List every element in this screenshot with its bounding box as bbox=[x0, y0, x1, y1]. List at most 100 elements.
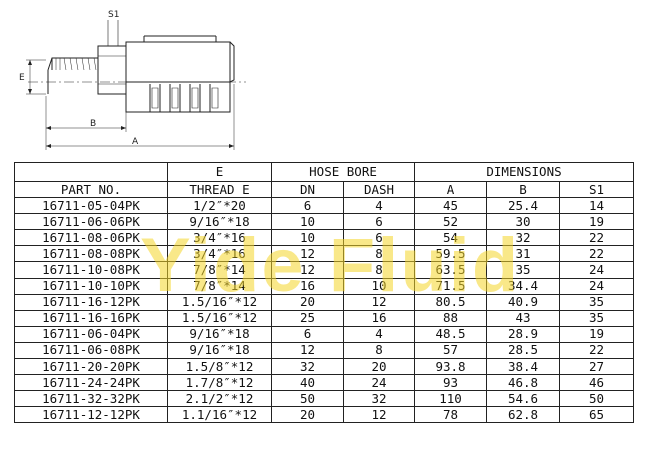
table-cell: 4 bbox=[342, 325, 416, 343]
b-label: B bbox=[90, 119, 96, 129]
table-cell: 7/8″*14 bbox=[167, 277, 272, 295]
table-cell: 27 bbox=[559, 358, 635, 376]
table-cell: 38.4 bbox=[486, 358, 561, 376]
column-header: THREAD E bbox=[167, 180, 272, 199]
column-header: S1 bbox=[559, 180, 635, 199]
table-cell: 80.5 bbox=[414, 293, 488, 311]
table-cell: 6 bbox=[342, 213, 416, 231]
table-cell: 65 bbox=[559, 406, 635, 424]
group-header-thread: E bbox=[167, 162, 272, 182]
table-cell: 9/16″*18 bbox=[167, 325, 272, 343]
table-cell: 4 bbox=[342, 197, 416, 215]
table-cell: 35 bbox=[559, 293, 635, 311]
table-cell: 22 bbox=[559, 341, 635, 360]
table-cell: 32 bbox=[342, 390, 416, 408]
table-cell: 16711-20-20PK bbox=[14, 358, 168, 376]
table-cell: 7/8″*14 bbox=[167, 261, 272, 279]
column-header: DASH bbox=[342, 180, 416, 199]
table-cell: 24 bbox=[559, 261, 635, 279]
table-cell: 54.6 bbox=[486, 390, 561, 408]
table-cell: 1/2″*20 bbox=[167, 197, 272, 215]
table-cell: 20 bbox=[271, 293, 344, 311]
table-cell: 8 bbox=[342, 261, 416, 279]
table-cell: 16711-16-16PK bbox=[14, 309, 168, 327]
table-cell: 28.9 bbox=[486, 325, 561, 343]
table-cell: 8 bbox=[342, 341, 416, 360]
table-cell: 31 bbox=[486, 245, 561, 263]
a-label: A bbox=[132, 137, 139, 147]
group-header-dimensions: DIMENSIONS bbox=[414, 162, 635, 182]
column-header: DN bbox=[271, 180, 344, 199]
table-cell: 50 bbox=[559, 390, 635, 408]
table-cell: 28.5 bbox=[486, 341, 561, 360]
table-cell: 34.4 bbox=[486, 277, 561, 295]
table-cell: 16711-16-12PK bbox=[14, 293, 168, 311]
table-cell: 8 bbox=[342, 245, 416, 263]
table-cell: 19 bbox=[559, 325, 635, 343]
table-cell: 9/16″*18 bbox=[167, 341, 272, 360]
table-cell: 46.8 bbox=[486, 374, 561, 392]
table-cell: 16711-06-06PK bbox=[14, 213, 168, 231]
table-cell: 43 bbox=[486, 309, 561, 327]
table-cell: 12 bbox=[271, 341, 344, 360]
table-cell: 16711-06-04PK bbox=[14, 325, 168, 343]
specification-table: E HOSE BORE DIMENSIONS PART NO. THREAD E… bbox=[14, 162, 635, 424]
table-cell: 24 bbox=[559, 277, 635, 295]
table-cell: 9/16″*18 bbox=[167, 213, 272, 231]
table-cell: 1.5/16″*12 bbox=[167, 309, 272, 327]
table-cell: 93.8 bbox=[414, 358, 488, 376]
table-cell: 35 bbox=[559, 309, 635, 327]
table-cell: 1.5/16″*12 bbox=[167, 293, 272, 311]
table-cell: 16711-10-10PK bbox=[14, 277, 168, 295]
table-cell: 32 bbox=[486, 229, 561, 247]
table-cell: 88 bbox=[414, 309, 488, 327]
table-cell: 16711-32-32PK bbox=[14, 390, 168, 408]
table-cell: 78 bbox=[414, 406, 488, 424]
table-cell: 20 bbox=[342, 358, 416, 376]
table-cell: 16711-08-08PK bbox=[14, 245, 168, 263]
table-cell: 45 bbox=[414, 197, 488, 215]
fitting-technical-drawing: S1 E B A bbox=[19, 10, 246, 150]
table-cell: 10 bbox=[342, 277, 416, 295]
table-cell: 16 bbox=[342, 309, 416, 327]
table-cell: 3/4″*16 bbox=[167, 229, 272, 247]
table-cell: 1.7/8″*12 bbox=[167, 374, 272, 392]
table-cell: 6 bbox=[271, 197, 344, 215]
table-cell: 30 bbox=[486, 213, 561, 231]
table-cell: 12 bbox=[271, 245, 344, 263]
column-header: A bbox=[414, 180, 488, 199]
table-cell: 14 bbox=[559, 197, 635, 215]
table-cell: 110 bbox=[414, 390, 488, 408]
table-cell: 22 bbox=[559, 245, 635, 263]
table-cell: 12 bbox=[271, 261, 344, 279]
table-cell: 40.9 bbox=[486, 293, 561, 311]
table-cell: 25.4 bbox=[486, 197, 561, 215]
table-cell: 22 bbox=[559, 229, 635, 247]
table-cell: 50 bbox=[271, 390, 344, 408]
table-cell: 6 bbox=[342, 229, 416, 247]
table-cell: 3/4″*16 bbox=[167, 245, 272, 263]
table-cell: 63.5 bbox=[414, 261, 488, 279]
group-header-empty bbox=[14, 162, 168, 182]
table-cell: 1.5/8″*12 bbox=[167, 358, 272, 376]
table-cell: 16711-24-24PK bbox=[14, 374, 168, 392]
table-cell: 19 bbox=[559, 213, 635, 231]
table-cell: 16711-05-04PK bbox=[14, 197, 168, 215]
group-header-hose-bore: HOSE BORE bbox=[270, 162, 416, 182]
table-cell: 62.8 bbox=[486, 406, 561, 424]
table-cell: 57 bbox=[414, 341, 488, 360]
table-cell: 20 bbox=[271, 406, 344, 424]
table-cell: 16711-06-08PK bbox=[14, 341, 168, 360]
table-cell: 32 bbox=[271, 358, 344, 376]
table-cell: 25 bbox=[271, 309, 344, 327]
